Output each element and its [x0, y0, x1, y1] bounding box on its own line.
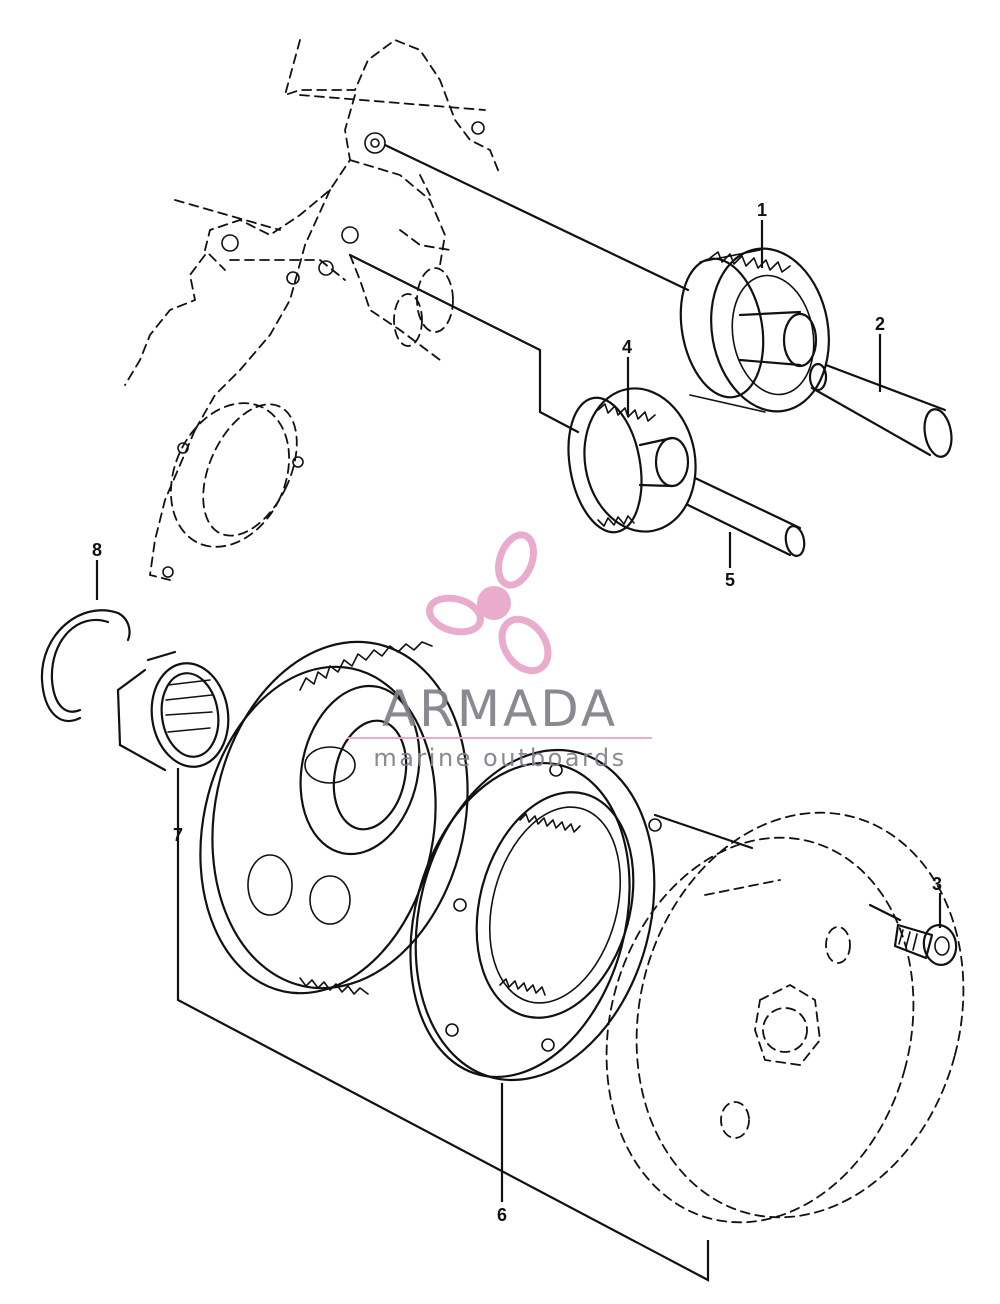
callout-5: 5 [725, 570, 735, 590]
callout-3: 3 [932, 874, 942, 894]
callout-7: 7 [173, 825, 183, 845]
large-gear [199, 640, 469, 995]
engine-housing-outline [124, 38, 501, 581]
gear-part-4 [567, 387, 697, 534]
bearing-part-7 [116, 650, 230, 772]
alignment-lines [348, 143, 902, 922]
pin-part-5 [686, 476, 806, 557]
flywheel-outline [605, 811, 965, 1224]
callout-2: 2 [875, 314, 885, 334]
propeller-icon [426, 531, 552, 675]
callout-6: 6 [497, 1205, 507, 1225]
watermark: ARMADA marine outboards [347, 531, 652, 772]
callout-8: 8 [92, 540, 102, 560]
clutch-part-6 [409, 748, 662, 1082]
snap-ring-part-8 [40, 609, 131, 723]
gear-part-1 [679, 247, 830, 413]
callout-labels: 1 2 3 4 5 6 7 8 [92, 200, 942, 1225]
leader-lines [95, 220, 942, 1282]
watermark-brand: ARMADA [382, 680, 618, 738]
watermark-tagline: marine outboards [373, 744, 626, 772]
callout-1: 1 [757, 200, 767, 220]
bolt-part-3 [893, 923, 958, 966]
shaft-part-2 [808, 362, 953, 458]
callout-4: 4 [622, 337, 632, 357]
